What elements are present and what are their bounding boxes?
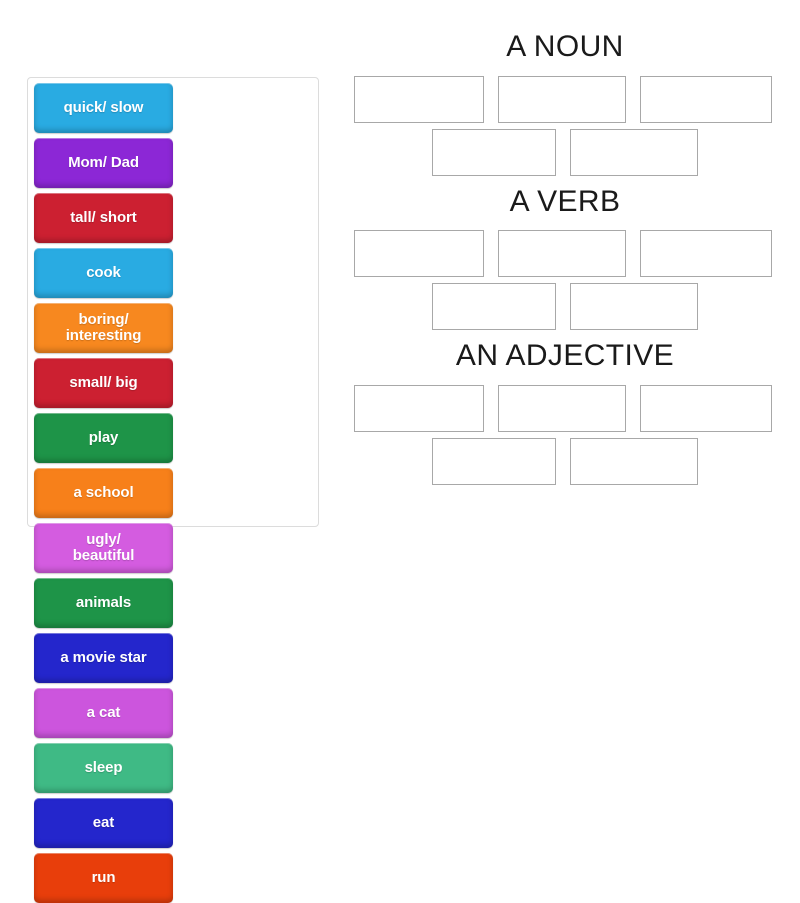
drop-slot-row bbox=[340, 384, 790, 432]
word-tile-label: eat bbox=[92, 813, 115, 831]
category-noun: A NOUN bbox=[340, 28, 790, 176]
drop-slot[interactable] bbox=[432, 283, 556, 330]
drop-slot[interactable] bbox=[640, 230, 772, 277]
word-tile-pool[interactable]: quick/ slow Mom/ Dad tall/ short cook bo… bbox=[27, 77, 319, 903]
drop-slot[interactable] bbox=[432, 128, 556, 176]
category-columns: A NOUN A VERB bbox=[340, 28, 790, 573]
category-adjective: AN ADJECTIVE bbox=[340, 337, 790, 485]
word-tile-label: cook bbox=[86, 263, 121, 281]
drop-slot[interactable] bbox=[354, 230, 484, 277]
drop-slot-row bbox=[340, 437, 790, 485]
word-tile[interactable]: a cat bbox=[34, 688, 173, 738]
category-verb: A VERB bbox=[340, 183, 790, 330]
drop-slot[interactable] bbox=[640, 384, 772, 432]
word-tile-label: boring/ interesting bbox=[65, 310, 142, 344]
drop-slot-row bbox=[340, 128, 790, 176]
drop-slot[interactable] bbox=[570, 283, 698, 330]
word-tile[interactable]: quick/ slow bbox=[34, 83, 173, 133]
word-tile-label: sleep bbox=[84, 758, 123, 776]
word-tile-label: Mom/ Dad bbox=[68, 153, 139, 171]
word-tile-label: animals bbox=[75, 593, 132, 611]
word-tile-label: tall/ short bbox=[70, 208, 137, 226]
drop-slot-row bbox=[340, 230, 790, 277]
drop-slot-row bbox=[340, 283, 790, 330]
word-tile[interactable]: Mom/ Dad bbox=[34, 138, 173, 188]
word-tile[interactable]: animals bbox=[34, 578, 173, 628]
word-tile[interactable]: tall/ short bbox=[34, 193, 173, 243]
drop-slot[interactable] bbox=[570, 128, 698, 176]
word-tile[interactable]: boring/ interesting bbox=[34, 303, 173, 353]
drop-slot[interactable] bbox=[354, 75, 484, 123]
category-title: A VERB bbox=[509, 184, 621, 218]
word-tile-label: a movie star bbox=[60, 648, 147, 666]
word-tile[interactable]: run bbox=[34, 853, 173, 903]
word-tile[interactable]: a movie star bbox=[34, 633, 173, 683]
activity-stage: quick/ slow Mom/ Dad tall/ short cook bo… bbox=[27, 28, 790, 903]
word-tile[interactable]: small/ big bbox=[34, 358, 173, 408]
word-tile[interactable]: ugly/ beautiful bbox=[34, 523, 173, 573]
drop-slot[interactable] bbox=[498, 75, 626, 123]
word-tile-label: ugly/ beautiful bbox=[72, 530, 135, 564]
drop-slot[interactable] bbox=[640, 75, 772, 123]
word-tile-label: a cat bbox=[86, 703, 121, 721]
word-tile-label: quick/ slow bbox=[63, 98, 144, 116]
drop-slot[interactable] bbox=[354, 384, 484, 432]
drop-slot[interactable] bbox=[432, 437, 556, 485]
word-tile[interactable]: play bbox=[34, 413, 173, 463]
word-tile-label: run bbox=[91, 868, 116, 886]
word-tile-label: small/ big bbox=[69, 373, 138, 391]
drop-slot[interactable] bbox=[498, 230, 626, 277]
drop-slot-row bbox=[340, 75, 790, 123]
word-tile[interactable]: a school bbox=[34, 468, 173, 518]
word-tile[interactable]: cook bbox=[34, 248, 173, 298]
word-tile[interactable]: sleep bbox=[34, 743, 173, 793]
word-tile-label: play bbox=[88, 428, 119, 446]
category-title: AN ADJECTIVE bbox=[455, 339, 675, 372]
category-title: A NOUN bbox=[506, 30, 624, 63]
drop-slot[interactable] bbox=[498, 384, 626, 432]
word-tile[interactable]: eat bbox=[34, 798, 173, 848]
drop-slot[interactable] bbox=[570, 437, 698, 485]
word-tile-label: a school bbox=[73, 483, 134, 501]
